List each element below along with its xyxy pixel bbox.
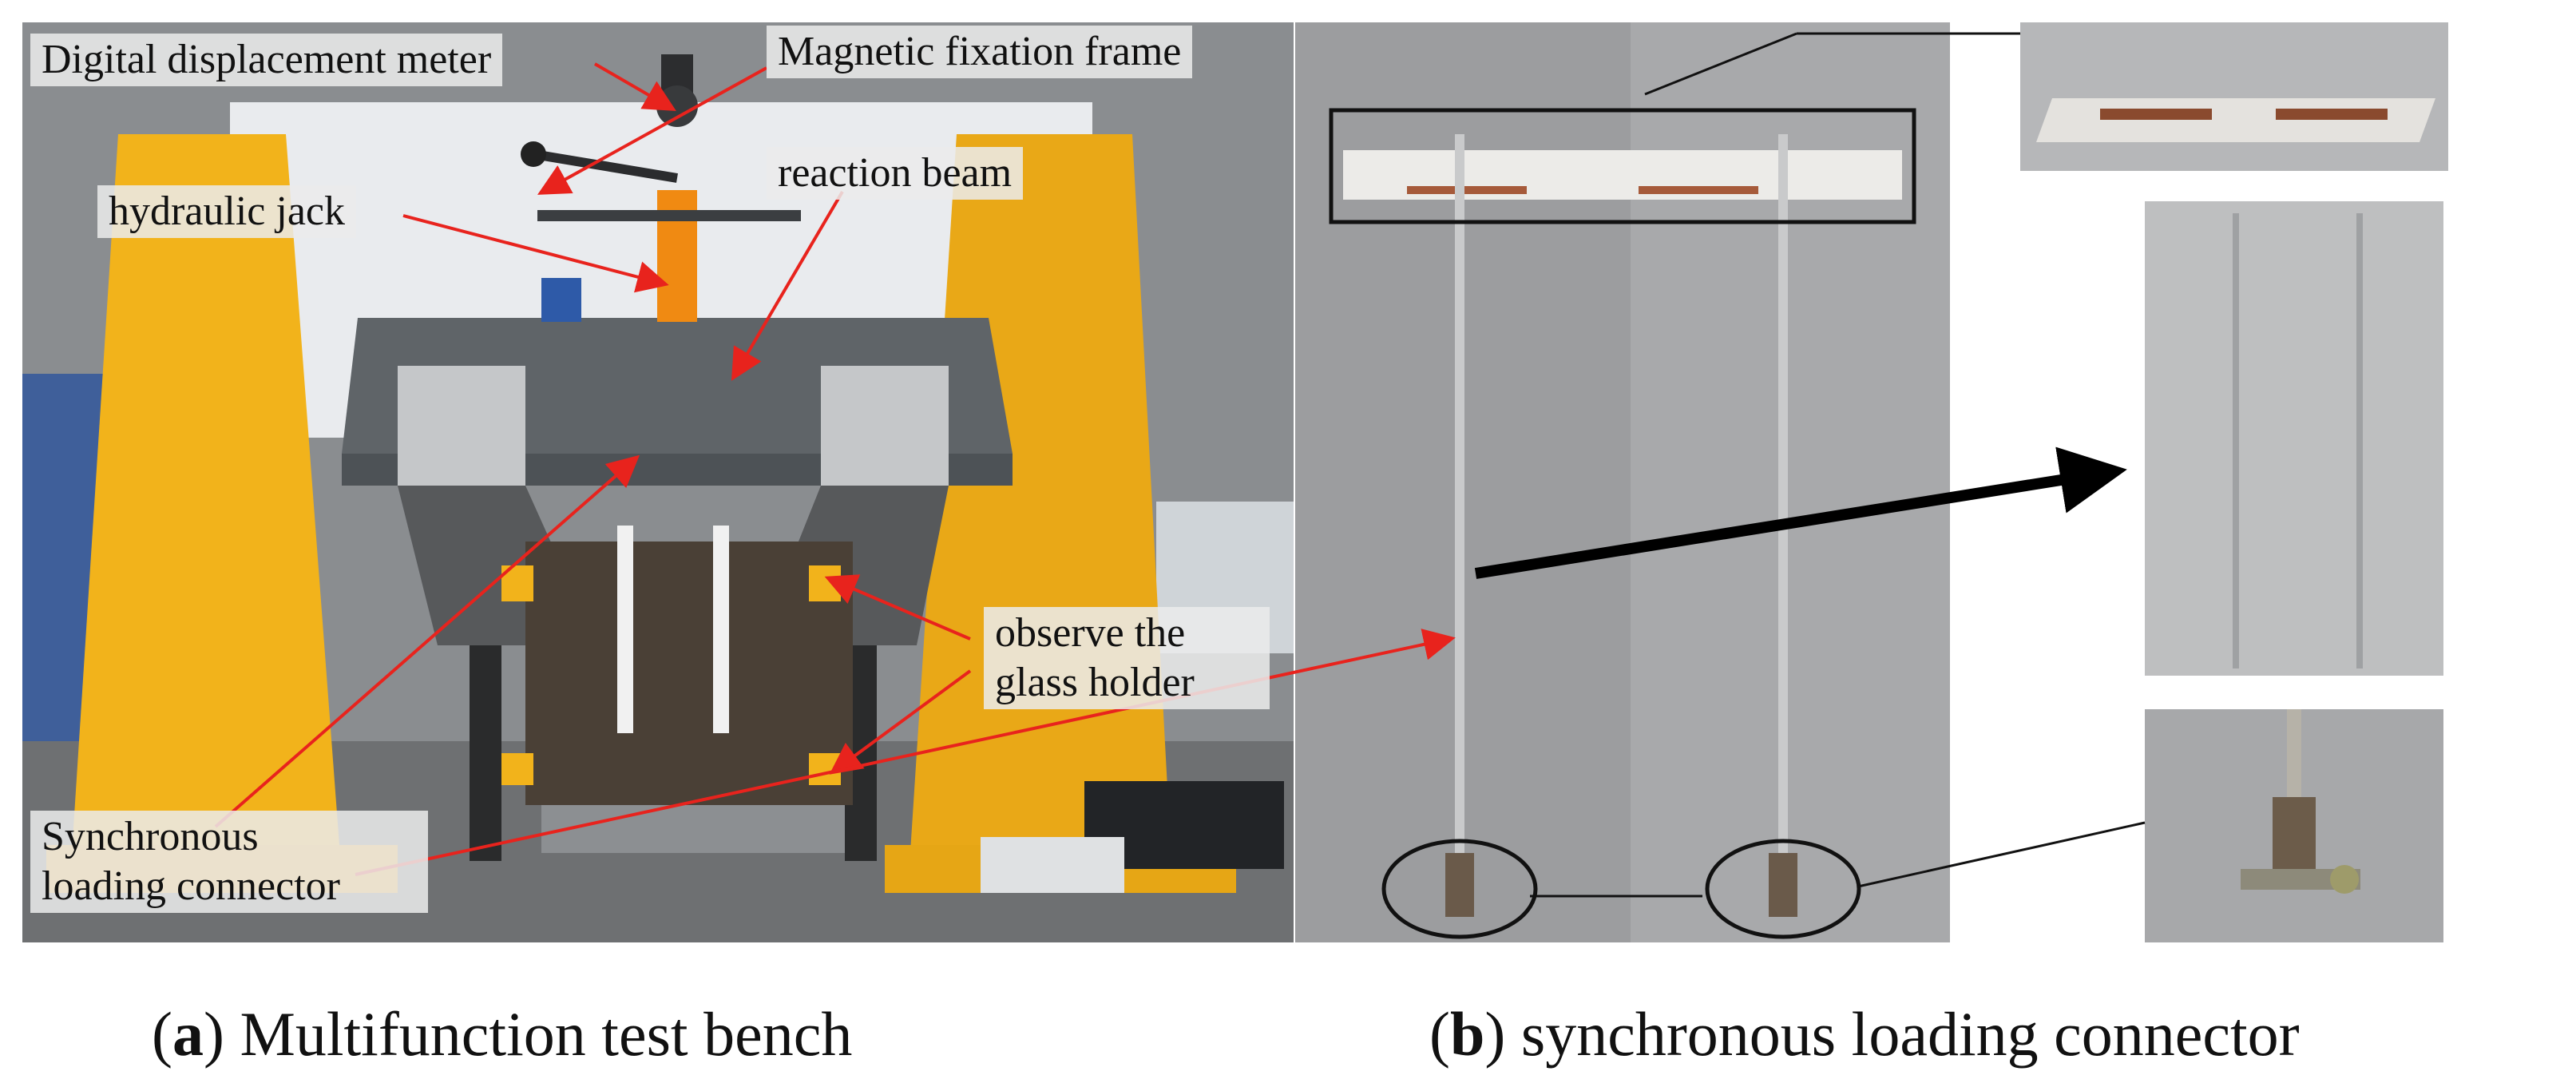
caption-b-text: synchronous loading connector [1520,999,2300,1069]
connector-photo [1295,22,1950,942]
connector-illustration [1295,22,1950,942]
arrow-to-rods-inset [1474,446,2127,579]
label-sync-line2: loading connector [42,863,340,909]
label-glass-holder-line2: glass holder [995,660,1195,705]
arrow-glass-holder-top [824,574,971,641]
label-sync-line1: Synchronous [42,814,259,859]
label-displacement-meter: Digital displacement meter [30,34,503,86]
arrow-displacement-meter [593,62,676,112]
arrow-sync-connector-b [355,629,1456,876]
plate-detail-inset [2020,22,2448,171]
arrow-magnetic-frame [537,66,767,195]
label-magnetic-frame: Magnetic fixation frame [767,26,1193,78]
label-hydraulic-jack: hydraulic jack [97,185,356,238]
arrow-hydraulic-jack [402,214,669,293]
label-glass-holder: observe the glass holder [984,607,1270,709]
label-sync-connector: Synchronous loading connector [30,811,428,913]
rods-detail-inset [2145,201,2443,676]
arrow-glass-holder-bottom [829,669,972,775]
label-glass-holder-line1: observe the [995,610,1186,656]
caption-b-letter: b [1449,999,1485,1069]
caption-a: (a) Multifunction test bench [152,999,853,1069]
caption-b: (b) synchronous loading connector [1429,999,2300,1069]
clevis-detail-inset [2145,709,2443,942]
left-rod [1455,134,1464,853]
soil-box [525,542,853,805]
right-rod [1778,134,1788,853]
caption-a-text: Multifunction test bench [240,999,853,1069]
caption-a-letter: a [172,999,204,1069]
arrow-reaction-beam [731,190,844,381]
arrow-sync-connector-a [214,454,640,828]
left-yellow-column [70,134,342,877]
label-reaction-beam: reaction beam [767,147,1024,200]
